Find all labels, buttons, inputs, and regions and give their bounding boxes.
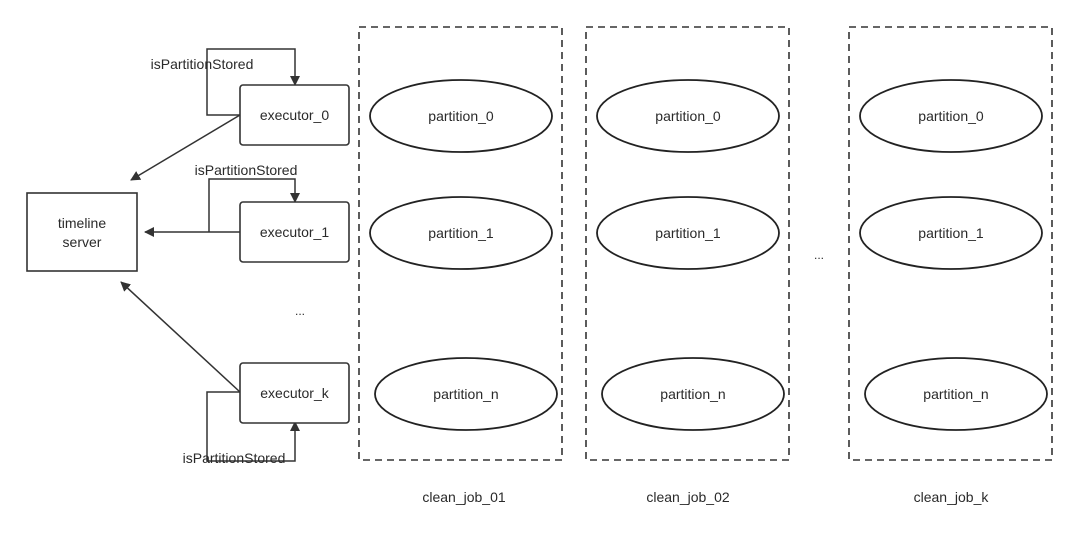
job-02-partition-1-label: partition_1: [655, 225, 721, 241]
executor-node-k: isPartitionStored executor_k: [120, 281, 350, 466]
executor-1-self-call-arrow: [208, 178, 300, 232]
timeline-server-label-line2: server: [63, 234, 102, 250]
job-01-partition-0-label: partition_0: [428, 108, 494, 124]
clean-job-01-group: partition_0 partition_1 partition_n clea…: [358, 26, 563, 505]
executor-k-call-label: isPartitionStored: [183, 450, 286, 466]
job-01-partition-n: partition_n: [374, 357, 558, 431]
job-01-partition-1: partition_1: [369, 196, 553, 270]
executor-node-1: isPartitionStored executor_1: [144, 162, 350, 263]
job-02-partition-0: partition_0: [596, 79, 780, 153]
clean-job-02-group: partition_0 partition_1 partition_n clea…: [585, 26, 790, 505]
jobs-ellipsis: ...: [814, 248, 824, 262]
job-01-partition-1-label: partition_1: [428, 225, 494, 241]
executor-0-self-call-arrow: [206, 48, 300, 116]
executor-1-call-label: isPartitionStored: [195, 162, 298, 178]
executor-k-to-server-arrow: [120, 281, 241, 393]
executor-k-self-call-arrow: [206, 391, 300, 462]
executor-0-call-label: isPartitionStored: [151, 56, 254, 72]
job-01-partition-n-label: partition_n: [433, 386, 498, 402]
job-k-partition-n: partition_n: [864, 357, 1048, 431]
timeline-server-label-line1: timeline: [58, 215, 106, 231]
job-k-partition-1-label: partition_1: [918, 225, 984, 241]
clean-job-k-group: partition_0 partition_1 partition_n clea…: [848, 26, 1053, 505]
job-02-partition-n: partition_n: [601, 357, 785, 431]
job-02-partition-n-label: partition_n: [660, 386, 725, 402]
executor-0-label: executor_0: [260, 107, 329, 123]
clean-job-01-label: clean_job_01: [422, 489, 506, 505]
executor-ellipsis: ...: [295, 304, 305, 318]
job-k-partition-1: partition_1: [859, 196, 1043, 270]
job-k-partition-n-label: partition_n: [923, 386, 988, 402]
executor-1-label: executor_1: [260, 224, 329, 240]
timeline-server-node: timeline server: [26, 192, 138, 272]
job-02-partition-0-label: partition_0: [655, 108, 721, 124]
job-01-partition-0: partition_0: [369, 79, 553, 153]
clean-job-k-label: clean_job_k: [914, 489, 990, 505]
executor-k-label: executor_k: [260, 385, 329, 401]
executor-0-to-server-arrow: [130, 114, 241, 181]
job-k-partition-0-label: partition_0: [918, 108, 984, 124]
clean-job-02-label: clean_job_02: [646, 489, 730, 505]
job-02-partition-1: partition_1: [596, 196, 780, 270]
job-k-partition-0: partition_0: [859, 79, 1043, 153]
executor-node-0: isPartitionStored executor_0: [130, 48, 350, 181]
